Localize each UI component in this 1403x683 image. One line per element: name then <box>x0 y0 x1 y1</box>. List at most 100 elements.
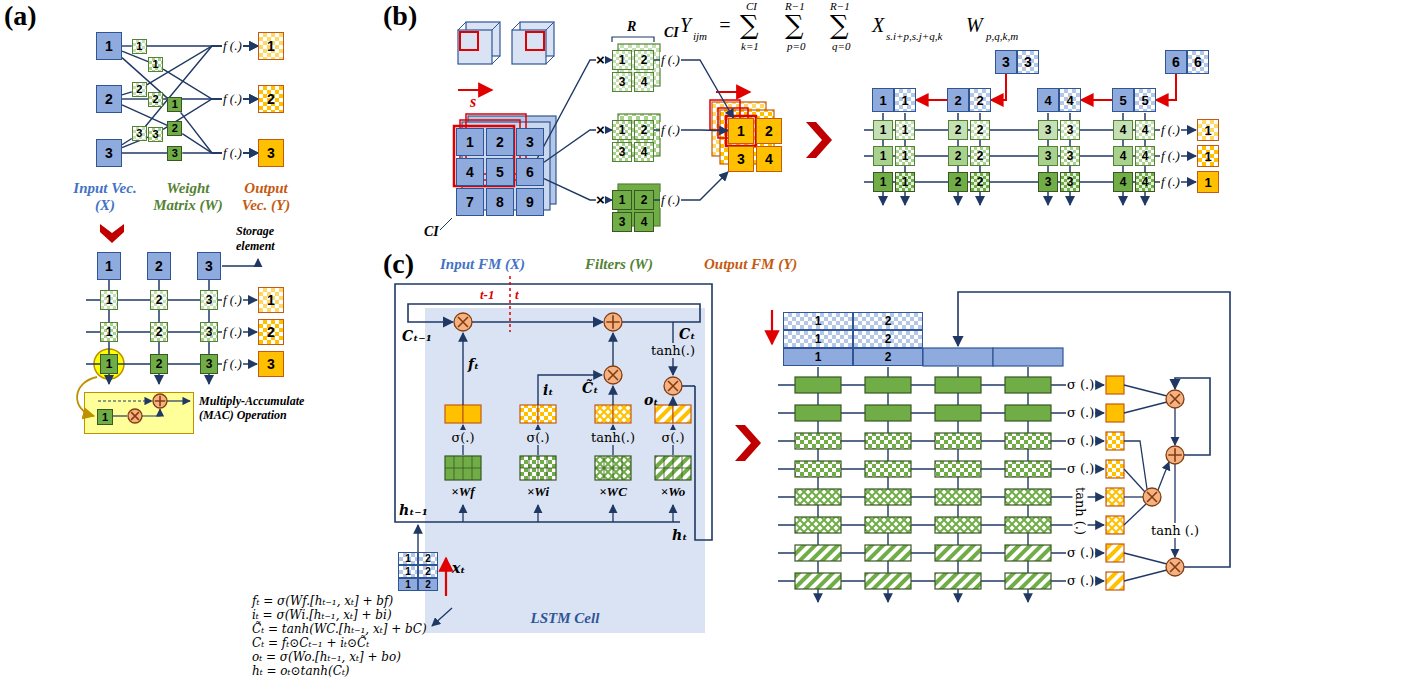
node-text: 4 <box>1120 176 1127 188</box>
node-text: 2 <box>955 176 962 188</box>
gate-output <box>1106 544 1124 562</box>
math-symbol: s.i+p,s.j+q,k <box>886 30 942 42</box>
node-text: 2 <box>155 259 163 273</box>
node-text: 4 <box>1044 94 1051 107</box>
value-box: 7 <box>456 188 484 216</box>
node-text: 3 <box>1067 124 1074 136</box>
weight-cell <box>1005 405 1051 421</box>
weight-cell <box>935 489 981 505</box>
node-text: 2 <box>156 326 163 338</box>
value-box: 2 <box>947 88 969 112</box>
value-box: 9 <box>516 188 544 216</box>
mac-wire <box>167 400 190 401</box>
gate-output <box>1106 572 1124 590</box>
weight-cell <box>935 461 981 477</box>
label: σ (.) <box>1066 377 1095 392</box>
value-box: 1 <box>398 578 418 591</box>
node-text: 5 <box>496 165 504 179</box>
value-box: 1 <box>873 146 893 166</box>
multiply-symbol <box>128 409 142 423</box>
symbol-cross <box>155 396 166 407</box>
value-box: 5 <box>1112 88 1134 112</box>
value-box: 4 <box>1113 120 1133 140</box>
grid-line <box>655 468 691 469</box>
label: tanh (.) <box>1073 486 1088 536</box>
value-box: 2 <box>418 565 438 578</box>
weight-cell <box>795 433 841 449</box>
label: σ(.) <box>450 430 475 445</box>
gate-output <box>1106 488 1124 506</box>
mac-box-fill <box>84 392 194 434</box>
node-text: 2 <box>136 84 142 95</box>
node-text: 2 <box>153 94 159 105</box>
value-box: 4 <box>756 146 782 172</box>
shift-arrow <box>916 99 947 101</box>
value-box: 2 <box>853 330 923 348</box>
value-box: 4 <box>1135 146 1155 166</box>
shift-arrow <box>991 74 1006 100</box>
label: f (.) <box>222 145 243 161</box>
math-symbol: R−1 <box>830 0 850 12</box>
mac-wire <box>142 409 160 416</box>
value-box: 6 <box>516 158 544 186</box>
multiply-symbol <box>454 313 472 331</box>
node-text: 2 <box>156 294 163 306</box>
node-text: 2 <box>885 351 892 363</box>
node-text: 3 <box>105 146 113 160</box>
value-box: 4 <box>634 142 654 162</box>
equation: C̃ₜ = tanh(WC.[hₜ₋₁, xₜ] + bC) <box>252 622 427 636</box>
value-box: 2 <box>970 146 990 166</box>
node-text: 1 <box>106 358 113 370</box>
node-text: 3 <box>1045 124 1052 136</box>
label: Storage element <box>236 224 298 254</box>
gate-output <box>538 405 556 423</box>
value-box: 1 <box>873 120 893 140</box>
node-text: 4 <box>1120 150 1127 162</box>
value-box: 2 <box>258 319 284 345</box>
depth-bracket <box>440 218 452 230</box>
value-box: 4 <box>634 72 654 92</box>
value-box: 3 <box>612 72 632 92</box>
gate-line <box>1124 504 1146 525</box>
label: σ(.) <box>660 430 685 445</box>
cell-state-line <box>472 321 603 323</box>
node-text: 1 <box>102 412 108 423</box>
math-symbol: X <box>872 14 884 37</box>
value-box: 3 <box>200 322 218 342</box>
value-box: 1 <box>783 312 853 330</box>
node-text: 1 <box>267 39 275 53</box>
value-box: 1 <box>612 50 632 70</box>
cell-state-loop <box>408 304 700 322</box>
gate-line <box>672 397 673 405</box>
equation: Cₜ = fₜ⊙Cₜ₋₁ + iₜ⊙C̃ₜ <box>252 636 369 650</box>
label: σ (.) <box>1066 573 1095 588</box>
node-text: 1 <box>405 580 411 590</box>
hidden-state-loop <box>395 284 712 540</box>
node-text: 3 <box>136 128 142 139</box>
value-box: 2 <box>150 322 168 342</box>
gate-output <box>673 405 691 423</box>
mac-wire <box>112 415 127 416</box>
label: hₜ₋₁ <box>399 502 428 518</box>
node-text: 3 <box>1067 176 1074 188</box>
cube-edge <box>492 56 500 64</box>
weight-cell <box>795 545 841 561</box>
bit-line <box>887 367 888 602</box>
node-text: 1 <box>466 135 474 149</box>
stride-arrow <box>458 89 492 91</box>
value-box: 1 <box>895 172 915 192</box>
node-text: 4 <box>1120 124 1127 136</box>
node-text: 1 <box>405 567 411 577</box>
hidden-state-loop <box>958 292 1230 567</box>
gate-weights <box>595 456 631 480</box>
connector <box>181 112 258 153</box>
node-text: 4 <box>466 165 474 179</box>
chevron-down <box>100 224 124 243</box>
gate-line <box>1124 553 1167 564</box>
gate-output <box>1106 404 1124 422</box>
window-square <box>460 32 478 50</box>
symbol-cross <box>668 381 678 391</box>
value-box: 3 <box>96 139 122 167</box>
value-box: 1 <box>100 354 118 374</box>
chevron-right <box>735 425 761 461</box>
